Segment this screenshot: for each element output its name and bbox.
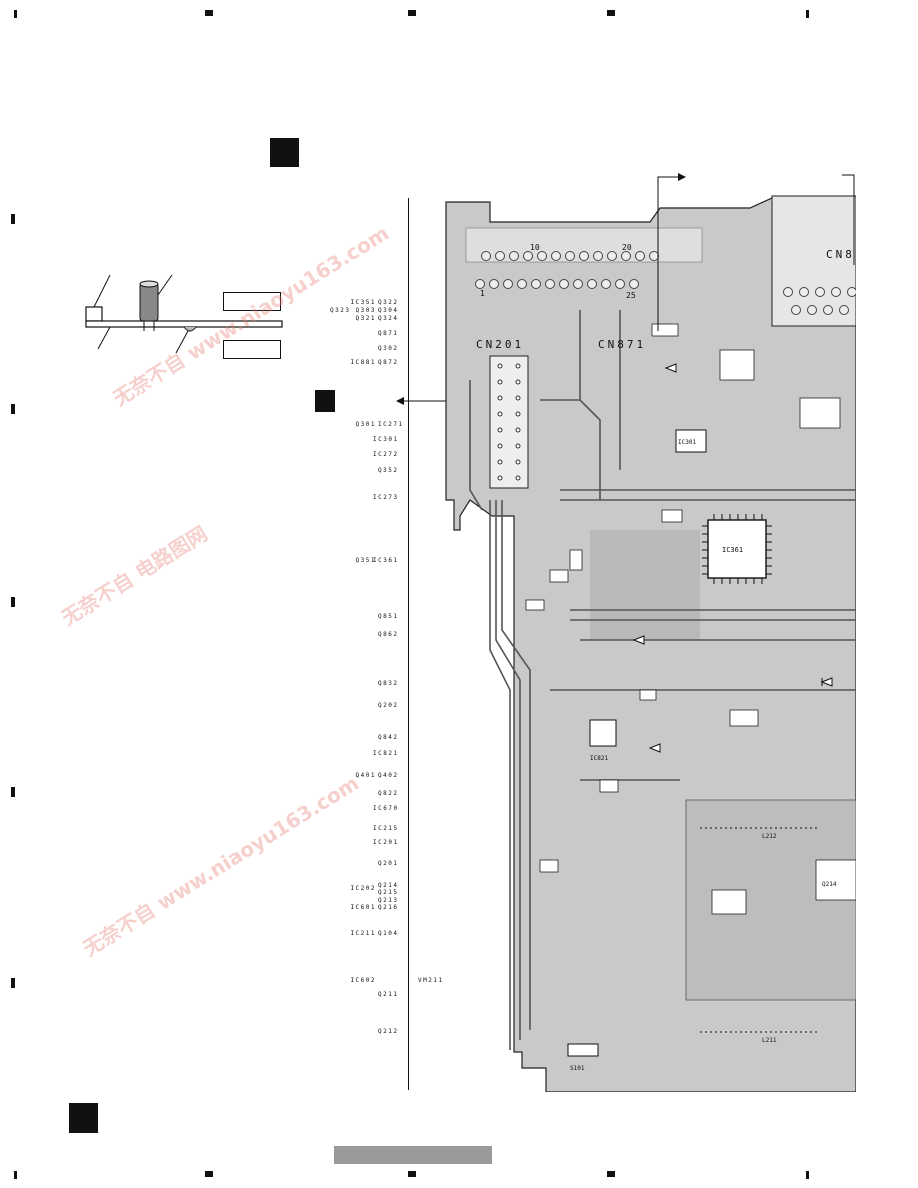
ref-a-1: Q323 Q303: [329, 307, 376, 314]
watermark: 无奈不自 www.niaoyu163.com: [78, 770, 363, 961]
ref-b-20: IC670: [373, 805, 399, 812]
ref-b-27: Q216: [378, 904, 399, 911]
ref-a-6: Q301: [355, 421, 376, 428]
legend-box-1: [223, 292, 281, 311]
registration-mark-left-4: [11, 787, 15, 797]
ref-b-5: Q872: [378, 359, 399, 366]
legend-box-2: [223, 340, 281, 359]
ref-b-1: Q304: [378, 307, 399, 314]
ref-b-28: Q104: [378, 930, 399, 937]
ref-b-25: Q215: [378, 889, 399, 896]
ref-b-16: Q842: [378, 734, 399, 741]
ref-b-13: Q862: [378, 631, 399, 638]
ref-b-23: Q201: [378, 860, 399, 867]
ref-b-12: Q851: [378, 613, 399, 620]
registration-mark-left-3: [11, 597, 15, 607]
registration-mark-top-3: [408, 10, 416, 16]
registration-mark-left-1: [11, 214, 15, 224]
column-divider: [408, 198, 409, 1090]
registration-mark-top-4: [607, 10, 615, 16]
cn8-label: CN8: [826, 248, 855, 261]
q214-label: Q214: [822, 881, 837, 888]
ref-b-6: IC271: [378, 421, 404, 428]
ref-a-11: Q351: [355, 557, 376, 564]
registration-mark-bottom-2: [205, 1171, 213, 1177]
ref-a-28: IC211: [350, 930, 376, 937]
registration-mark-top-2: [205, 10, 213, 16]
ref-b-26: Q213: [378, 897, 399, 904]
ref-b-19: Q822: [378, 790, 399, 797]
ref-b-11: IC361: [373, 557, 399, 564]
ic361-label: IC361: [722, 546, 743, 554]
registration-mark-left-2: [11, 404, 15, 414]
pcb-board: IC361 IC301 IC821 L212 L211 Q214 S101 10…: [445, 195, 856, 1092]
pin-25-label: 25: [626, 291, 636, 300]
registration-mark-top-5: [806, 10, 809, 18]
ref-a-18: Q401: [355, 772, 376, 779]
registration-mark-bottom-3: [408, 1171, 416, 1177]
section-marker-bottom: [69, 1103, 98, 1133]
ic821-label: IC821: [590, 755, 608, 762]
ref-b-31: Q212: [378, 1028, 399, 1035]
ref-a-2: Q321: [355, 315, 376, 322]
ref-b-8: IC272: [373, 451, 399, 458]
connector-pins-right: [783, 287, 856, 315]
ref-a-29: IC602: [350, 977, 376, 984]
watermark: 无奈不自 电路图网: [57, 521, 212, 631]
ref-a-27: IC601: [350, 904, 376, 911]
ref-b-15: Q202: [378, 702, 399, 709]
s101-switch: [567, 1043, 599, 1057]
ref-b-10: IC273: [373, 494, 399, 501]
registration-mark-bottom-4: [607, 1171, 615, 1177]
l212-label: L212: [762, 833, 777, 840]
ref-b-22: IC201: [373, 839, 399, 846]
ref-b-0: Q322: [378, 299, 399, 306]
ref-a-24: IC202: [350, 885, 376, 892]
ref-b-17: IC821: [373, 750, 399, 757]
ref-b-24: Q214: [378, 882, 399, 889]
ref-b-29: VM211: [418, 977, 444, 984]
ref-b-14: Q832: [378, 680, 399, 687]
ic821-chip: [589, 719, 617, 747]
pin-20-label: 20: [622, 243, 632, 252]
footer-bar: [334, 1146, 492, 1164]
ic361-chip: [707, 519, 767, 579]
connector-pins-top: [475, 251, 659, 289]
pin-1-label: 1: [480, 289, 485, 298]
registration-mark-bottom-5: [806, 1171, 809, 1179]
section-marker-mid: [315, 390, 335, 412]
ref-b-2: Q324: [378, 315, 399, 322]
ref-b-18: Q402: [378, 772, 399, 779]
ic301-label: IC301: [678, 439, 696, 446]
ref-b-21: IC215: [373, 825, 399, 832]
registration-mark-left-5: [11, 978, 15, 988]
ref-b-3: Q871: [378, 330, 399, 337]
registration-mark-bottom-1: [14, 1171, 17, 1179]
ref-a-5: IC881: [350, 359, 376, 366]
section-marker-top: [270, 138, 299, 167]
registration-mark-top-1: [14, 10, 17, 18]
ref-a-0: IC351: [350, 299, 376, 306]
ic301-chip: [675, 429, 707, 453]
connector-leaders: [657, 173, 855, 331]
s101-label: S101: [570, 1065, 585, 1072]
l211-label: L211: [762, 1037, 777, 1044]
cn201-header: [489, 355, 529, 489]
pin-10-label: 10: [530, 243, 540, 252]
cn871-label: CN871: [598, 338, 647, 351]
ref-b-4: Q302: [378, 345, 399, 352]
cn201-label: CN201: [476, 338, 525, 351]
ref-b-9: Q352: [378, 467, 399, 474]
ref-b-30: Q211: [378, 991, 399, 998]
ref-b-7: IC301: [373, 436, 399, 443]
component-side-view-illustration: [85, 274, 283, 354]
